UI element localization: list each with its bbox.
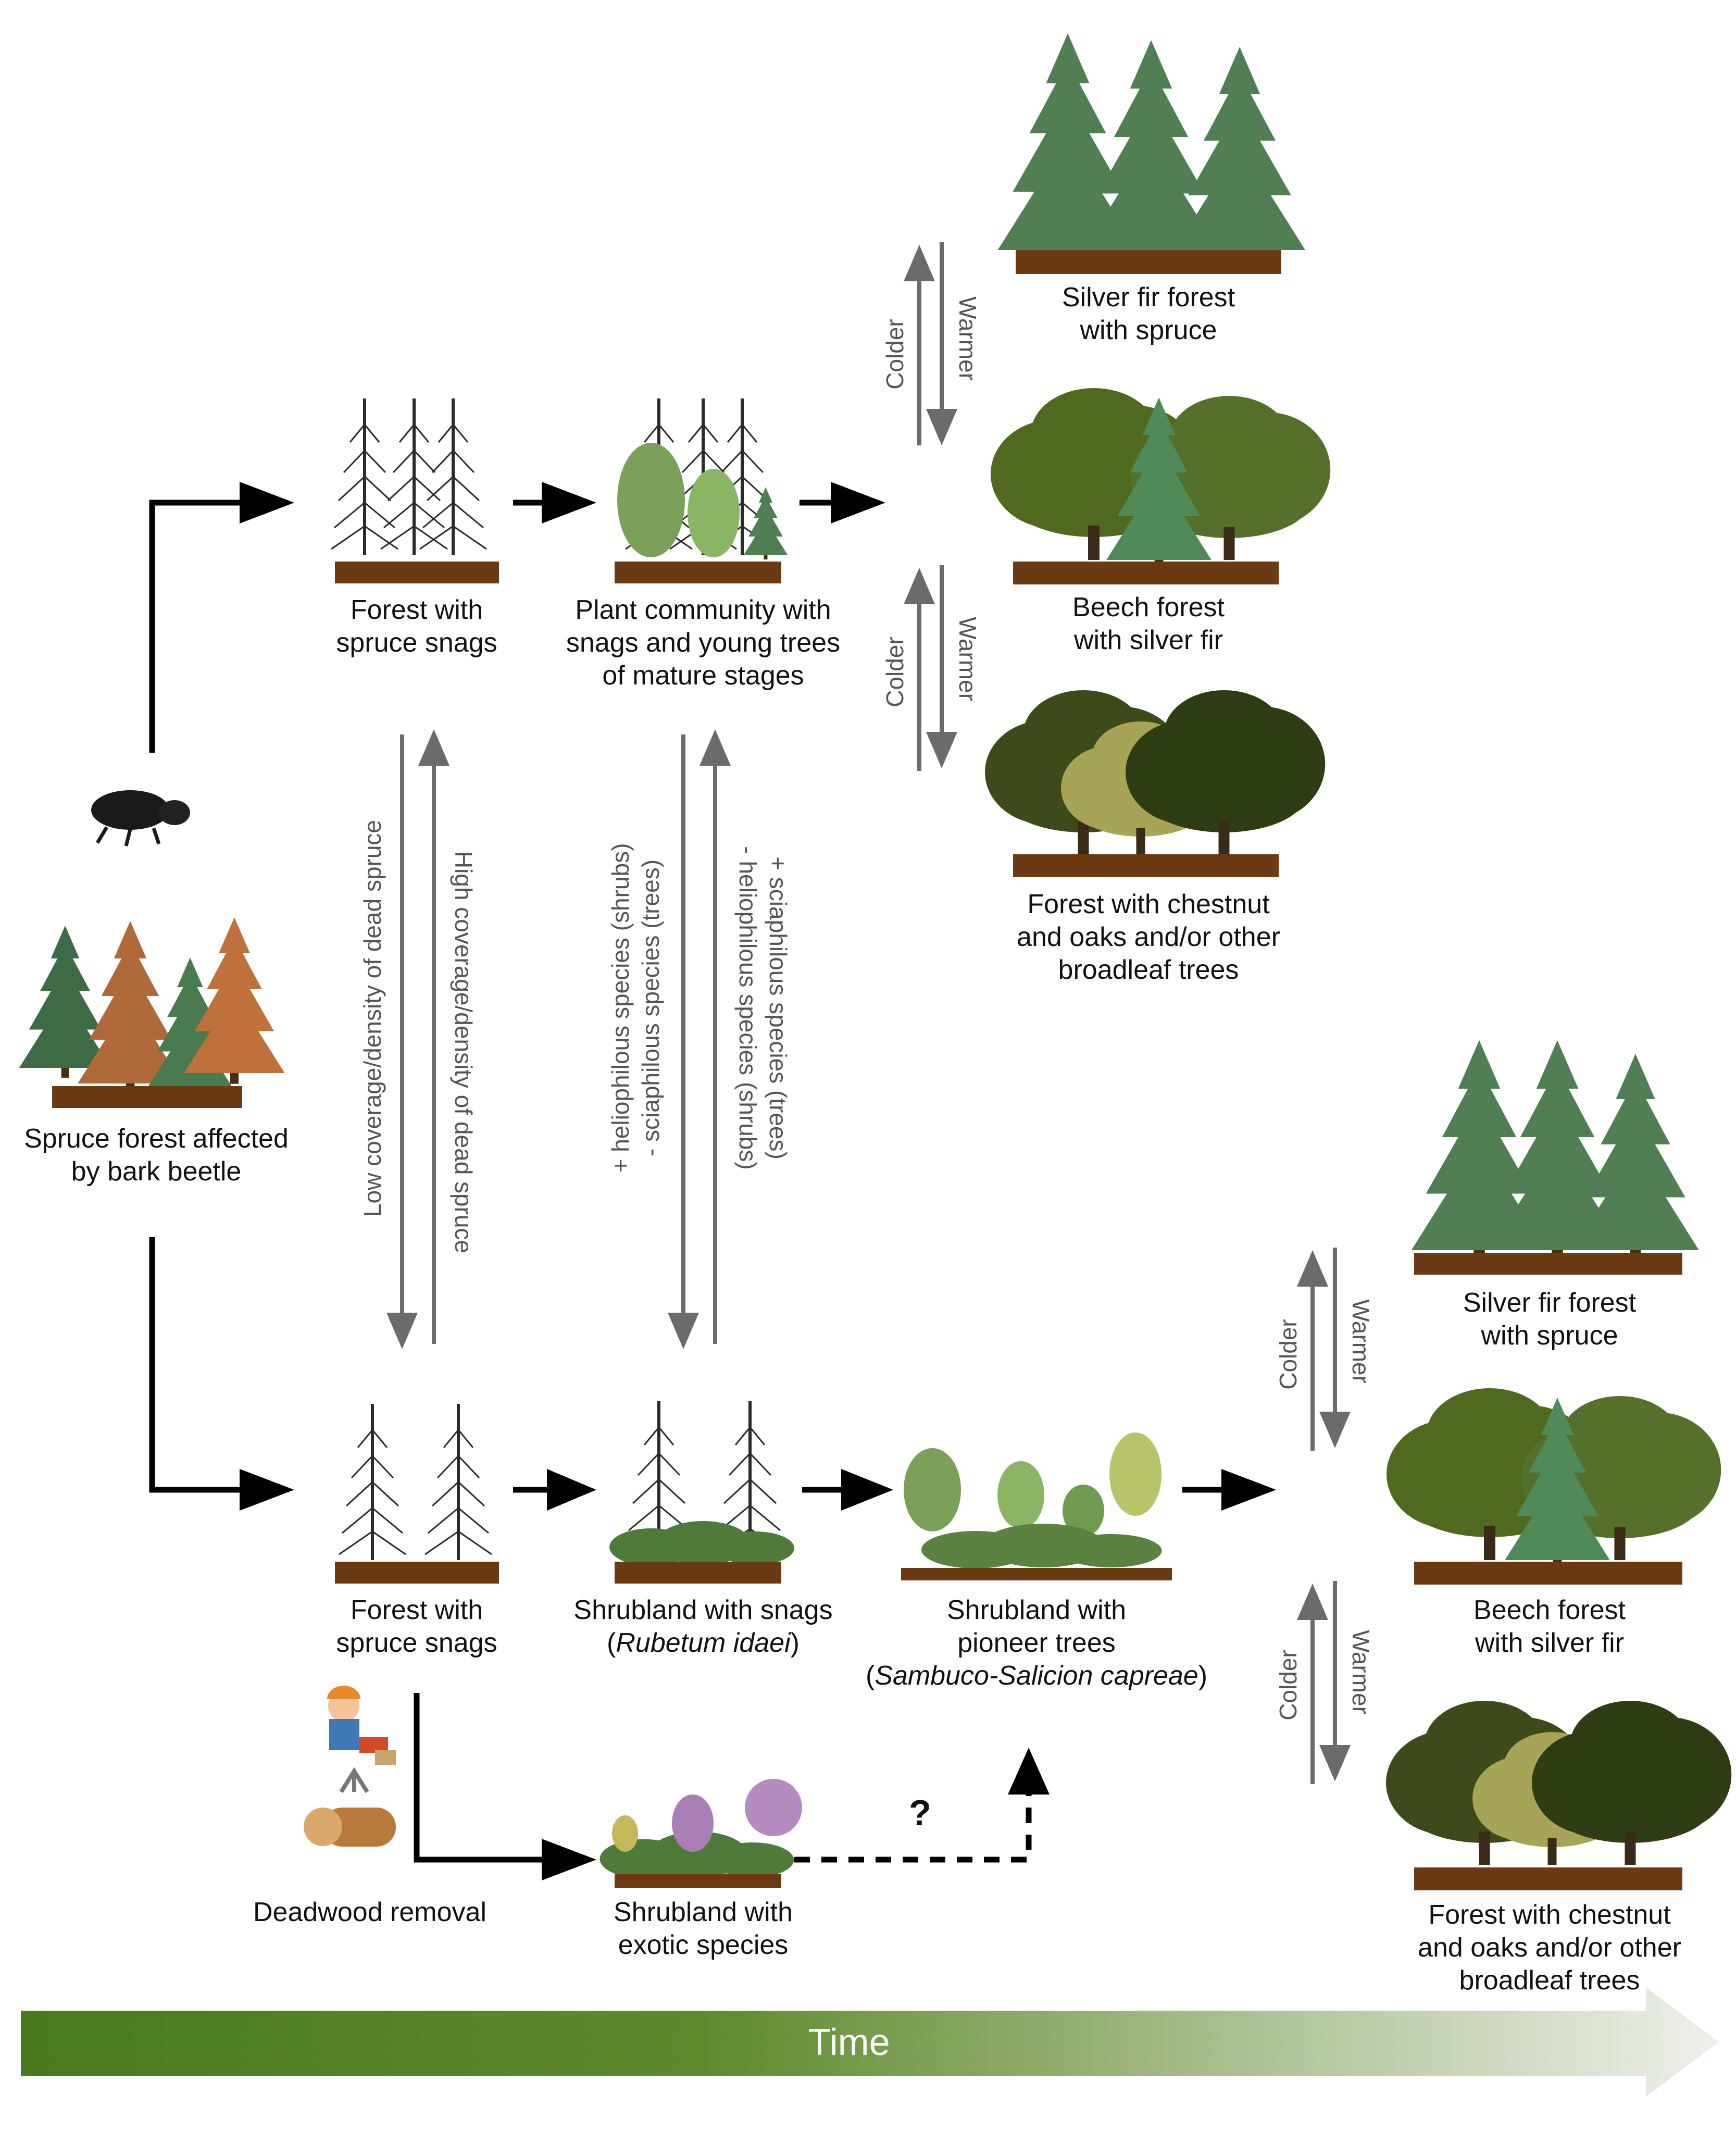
label-bottom-shrub-snags: Shrubland with snags (Rubetum idaei) [573, 1595, 833, 1658]
arrow-start-to-top-snags [149, 500, 245, 753]
flow-arrows [149, 500, 1224, 1863]
label-warmer-1: Warmer [954, 296, 981, 381]
arrow-snags-to-exotic [414, 1693, 547, 1863]
exotic-shrubland-illustration [600, 1779, 802, 1888]
bottom-shrub-snags-illustration [609, 1401, 794, 1584]
top-silver-fir-illustration [997, 33, 1305, 274]
unknown-transition-mark: ? [909, 1792, 931, 1833]
top-snags-illustration [331, 398, 499, 583]
spruce-forest-beetle-illustration [19, 917, 285, 1108]
bottom-pioneer-illustration [901, 1432, 1172, 1580]
label-colder-4: Colder [1275, 1650, 1302, 1721]
label-colder-2: Colder [881, 637, 908, 707]
bottom-silver-fir-illustration [1411, 1040, 1699, 1275]
bottom-beech-illustration [1387, 1388, 1721, 1585]
label-sciaphilous-shift: + sciaphilous species (trees)- heliophil… [734, 846, 792, 1170]
label-low-coverage: Low coverage/density of dead spruce [359, 819, 386, 1217]
label-warmer-2: Warmer [954, 617, 981, 701]
bottom-snags-illustration [335, 1404, 499, 1584]
top-chestnut-illustration [985, 690, 1326, 877]
gray-arrows [400, 242, 1337, 1784]
label-high-coverage: High coverage/density of dead spruce [450, 851, 477, 1254]
time-arrow [21, 1987, 1719, 2097]
label-warmer-4: Warmer [1347, 1630, 1375, 1714]
bark-beetle-icon [91, 790, 190, 846]
gray-arrowheads [386, 245, 1351, 1781]
label-colder-3: Colder [1275, 1319, 1302, 1390]
bottom-chestnut-illustration [1386, 1701, 1732, 1890]
label-colder-1: Colder [881, 319, 908, 390]
lumberjack-icon [327, 1686, 396, 1765]
flow-arrowheads [240, 482, 1276, 1880]
top-plant-community-illustration [615, 398, 788, 583]
log-crane-icon [304, 1767, 396, 1847]
label-warmer-3: Warmer [1347, 1299, 1375, 1384]
label-deadwood-removal: Deadwood removal [253, 1897, 487, 1927]
top-beech-illustration [991, 388, 1331, 584]
arrow-start-to-bottom-snags [149, 1237, 245, 1493]
arrow-exotic-to-pioneer-dashed [794, 1792, 1032, 1863]
label-bottom-pioneer: Shrubland with pioneer trees (Sambuco-Sa… [865, 1595, 1208, 1691]
label-heliophilous-shift: + heliophilous species (shrubs)- sciaphi… [607, 843, 664, 1173]
time-label: Time [808, 2022, 890, 2063]
